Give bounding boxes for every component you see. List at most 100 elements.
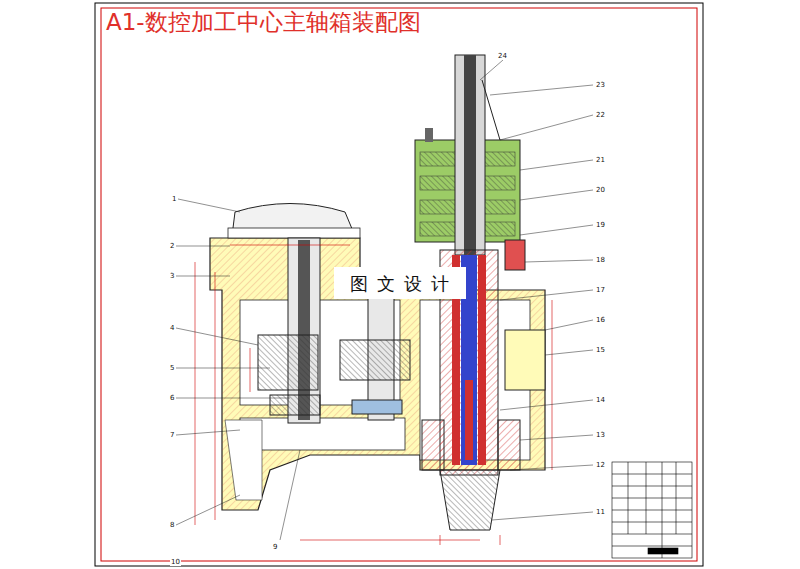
- callout-number: 21: [595, 156, 606, 164]
- leader-lines-part: [176, 246, 230, 247]
- spindle-housing-part: [240, 418, 405, 450]
- input-shaft-part: [258, 335, 318, 390]
- leader-lines-part: [520, 160, 593, 170]
- input-shaft-part: [298, 240, 310, 420]
- spindle-part: [422, 420, 444, 470]
- callout-number: 20: [595, 186, 606, 194]
- leader-lines-part: [176, 368, 270, 369]
- spindle-motor-part: [505, 240, 525, 270]
- callout-number: 6: [169, 394, 175, 402]
- left-motor-cap: [228, 204, 360, 239]
- callout-number: 11: [595, 508, 606, 516]
- title-block-part: [676, 462, 677, 534]
- leader-lines-part: [520, 190, 593, 200]
- leader-lines-part: [510, 465, 593, 470]
- dimension-lines: [195, 245, 552, 545]
- spindle-part: [440, 470, 500, 530]
- sheet-frame-part: [101, 8, 697, 561]
- leader-lines-part: [520, 435, 593, 440]
- spindle-part: [464, 55, 476, 255]
- callout-number: 24: [497, 52, 508, 60]
- leader-lines-part: [525, 260, 593, 262]
- title-block: [612, 462, 692, 558]
- callout-number: 18: [595, 256, 606, 264]
- leader-lines-part: [280, 450, 300, 540]
- input-shaft: [258, 238, 320, 423]
- callout-number: 13: [595, 431, 606, 439]
- callout-number: 8: [169, 521, 175, 529]
- left-motor-cap-part: [228, 228, 360, 238]
- leader-lines-part: [176, 276, 230, 277]
- leader-lines-part: [490, 85, 593, 95]
- dimension-lines-part: [230, 245, 350, 246]
- title-block-part: [648, 548, 678, 554]
- leader-lines-part: [176, 328, 258, 345]
- watermark-box: 图文设计: [334, 267, 466, 299]
- title-block-part: [612, 522, 692, 523]
- leader-lines-part: [500, 290, 593, 300]
- callout-number: 2: [169, 242, 175, 250]
- sheet-frame: [95, 3, 703, 566]
- callout-number: 14: [595, 396, 606, 404]
- spindle-motor-part: [425, 128, 433, 142]
- callout-number: 17: [595, 286, 606, 294]
- title-block-part: [612, 474, 692, 475]
- leader-lines-part: [492, 512, 593, 520]
- drawing-title: A1-数控加工中心主轴箱装配图: [106, 9, 421, 35]
- leader-lines-part: [480, 60, 503, 80]
- title-block-part: [612, 546, 692, 547]
- spindle-part: [505, 330, 545, 390]
- title-block-part: [612, 534, 692, 535]
- spindle-housing-part: [225, 420, 262, 500]
- leader-lines: [176, 60, 593, 540]
- spindle-part: [478, 255, 486, 465]
- dimension-lines-part: [500, 535, 501, 545]
- callout-number: 15: [595, 346, 606, 354]
- middle-shaft: [340, 295, 410, 420]
- dimension-lines-part: [552, 300, 553, 470]
- dimension-lines-part: [195, 262, 196, 525]
- callout-number: 3: [169, 272, 175, 280]
- sheet-frame-part: [95, 3, 703, 566]
- title-block-part: [612, 510, 692, 511]
- middle-shaft-part: [352, 400, 402, 414]
- leader-lines-part: [500, 115, 593, 140]
- leader-lines-part: [178, 199, 240, 212]
- title-block-part: [628, 462, 629, 534]
- callout-number: 19: [595, 221, 606, 229]
- spindle-housing-part: [210, 238, 545, 510]
- callout-number: 12: [595, 461, 606, 469]
- leader-lines-part: [176, 398, 290, 399]
- leader-lines-part: [520, 225, 593, 235]
- middle-shaft-part: [340, 340, 410, 380]
- title-block-part: [646, 462, 647, 534]
- callout-number: 1: [171, 195, 177, 203]
- spindle-housing-part: [210, 238, 545, 510]
- callout-number: 7: [169, 431, 175, 439]
- callout-number: 4: [169, 324, 175, 332]
- callout-number: 16: [595, 316, 606, 324]
- callout-number: 9: [272, 543, 278, 551]
- dimension-lines-part: [300, 540, 480, 541]
- leader-lines-part: [545, 350, 593, 355]
- dimension-lines-part: [250, 348, 251, 392]
- leader-lines-part: [500, 400, 593, 410]
- callout-number: 22: [595, 111, 606, 119]
- spindle-part: [498, 420, 520, 470]
- callout-number: 10: [170, 558, 181, 566]
- title-block-part: [612, 462, 692, 558]
- spindle-housing: [210, 238, 545, 510]
- title-block-part: [612, 486, 692, 487]
- leader-lines-part: [176, 430, 240, 435]
- title-block-part: [662, 462, 663, 558]
- title-block-part: [612, 498, 692, 499]
- callout-number: 5: [169, 364, 175, 372]
- dimension-lines-part: [440, 535, 441, 545]
- spindle-part: [465, 380, 473, 460]
- spindle-part: [482, 80, 500, 140]
- watermark-text: 图文设计: [350, 272, 462, 296]
- leader-lines-part: [545, 320, 593, 330]
- dimension-lines-part: [215, 272, 216, 520]
- leader-lines-part: [176, 495, 240, 525]
